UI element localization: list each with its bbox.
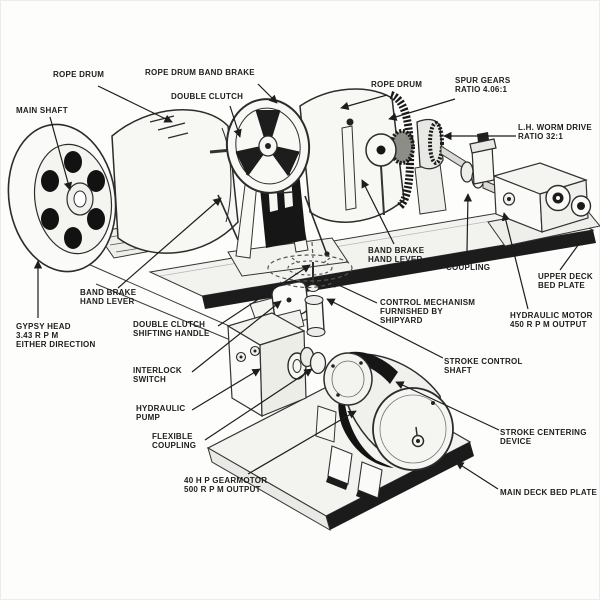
hydraulic-motor [469,132,600,247]
stroke-control-shaft [304,262,326,338]
brake-release-cylinder [469,132,497,185]
label-main-shaft: MAIN SHAFT [16,106,68,115]
band-brake-wheel [225,98,311,194]
label-hydraulic-pump: HYDRAULIC PUMP [136,404,186,422]
spur-gear-and-worm-drive [365,118,447,216]
deck-edge-lines [87,263,253,345]
label-double-clutch-shifting-handle: DOUBLE CLUTCH SHIFTING HANDLE [133,320,210,338]
label-worm-drive: L.H. WORM DRIVE RATIO 32:1 [518,123,592,141]
label-stroke-centering-device: STROKE CENTERING DEVICE [500,428,587,446]
label-interlock-switch: INTERLOCK SWITCH [133,366,182,384]
label-rope-drum-right: ROPE DRUM [371,80,423,89]
label-band-brake-hand-lever-left: BAND BRAKE HAND LEVER [80,288,137,306]
label-band-brake-hand-lever-right: BAND BRAKE HAND LEVER [368,246,425,264]
gypsy-head [7,123,117,273]
label-rope-drum-left: ROPE DRUM [53,70,105,79]
label-spur-gears: SPUR GEARS RATIO 4.06:1 [455,76,511,94]
flexible-coupling-lower [299,346,327,375]
hand-lever-right [341,118,357,211]
label-main-deck-bed-plate: MAIN DECK BED PLATE [500,488,598,497]
gearmotor [315,351,454,504]
label-rope-drum-band-brake: ROPE DRUM BAND BRAKE [145,68,255,77]
pinion-gear [389,129,415,165]
hydraulic-pump [226,312,307,418]
label-gypsy-head: GYPSY HEAD 3.43 R P M EITHER DIRECTION [16,322,96,349]
label-control-mechanism: CONTROL MECHANISM FURNISHED BY SHIPYARD [380,298,476,325]
leader-lines [33,83,585,490]
rope-drum-left [111,109,239,254]
label-upper-deck-bed-plate: UPPER DECK BED PLATE [538,272,593,290]
label-flexible-coupling-lower: FLEXIBLE COUPLING [152,432,197,450]
label-stroke-control-shaft: STROKE CONTROL SHAFT [444,357,523,375]
label-double-clutch: DOUBLE CLUTCH [171,92,244,101]
label-hydraulic-motor: HYDRAULIC MOTOR 450 R P M OUTPUT [510,311,593,329]
worm-housing [416,118,444,170]
label-gearmotor: 40 H P GEARMOTOR 500 R P M OUTPUT [184,476,268,494]
label-flexible-coupling-upper: FLEXIBLE COUPLING [446,254,491,272]
